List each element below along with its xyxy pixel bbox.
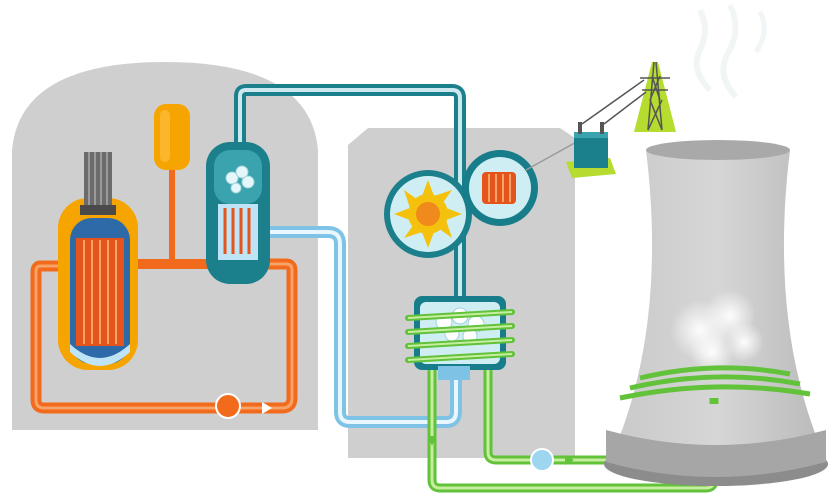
cooling-tower-icon xyxy=(604,140,828,486)
transformer-icon xyxy=(566,122,616,178)
turbine-icon xyxy=(384,170,472,258)
pylon-icon xyxy=(581,61,676,132)
generator-icon xyxy=(462,139,581,226)
steam-generator-icon xyxy=(206,142,270,284)
pump-icon xyxy=(215,393,272,419)
pressurizer-icon xyxy=(154,104,190,170)
control-rods-icon xyxy=(80,152,116,215)
reactor-vessel-icon xyxy=(58,198,138,370)
pump-icon xyxy=(428,436,574,472)
condensate-line xyxy=(258,226,462,428)
steam-plume-icon xyxy=(693,3,767,100)
condenser-icon xyxy=(405,296,515,380)
steam-line xyxy=(234,84,466,310)
